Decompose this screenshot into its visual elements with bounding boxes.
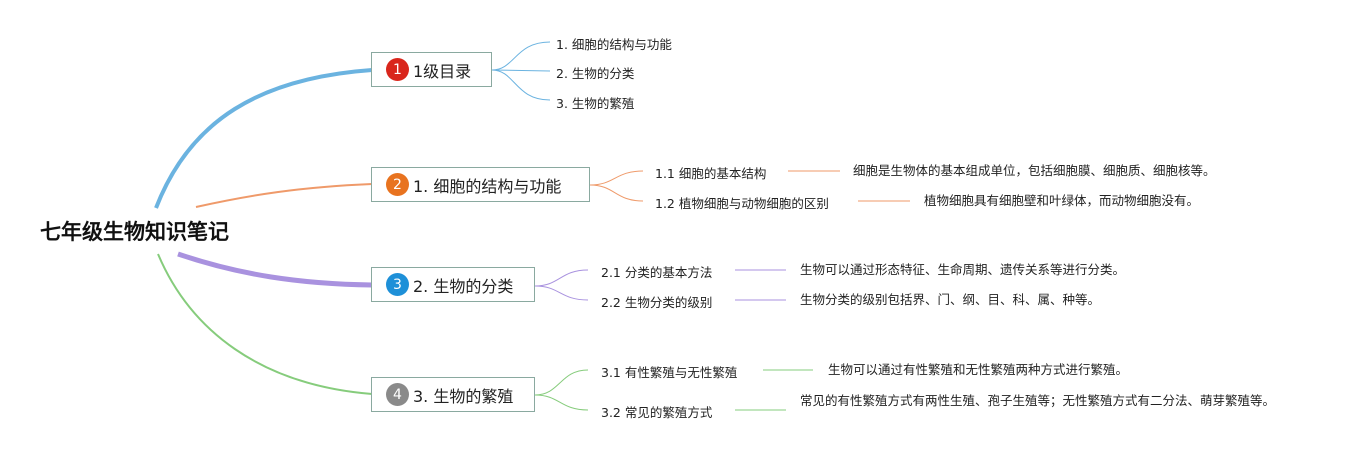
priority-4-icon: 4 [386,383,409,406]
subtopic-1-2[interactable]: 2. 生物的分类 [556,66,635,81]
branch1-link-2 [491,69,551,72]
branch3-link-1 [534,269,589,287]
root-link-4 [157,253,373,395]
subtopic-1-1[interactable]: 1. 细胞的结构与功能 [556,37,672,52]
detail-4-2[interactable]: 常见的有性繁殖方式有两性生殖、孢子生殖等；无性繁殖方式有二分法、萌芽繁殖等。 [800,393,1276,408]
branch-topic-3[interactable]: 3 2. 生物的分类 [371,267,535,302]
subtopic-4-2[interactable]: 3.2 常见的繁殖方式 [601,405,713,420]
priority-3-icon: 3 [386,273,409,296]
branch3-link-2 [534,285,589,301]
detail-3-1[interactable]: 生物可以通过形态特征、生命周期、遗传关系等进行分类。 [800,262,1126,277]
root-link-3 [177,251,373,288]
branch4-link-2 [534,394,589,411]
detail-4-1[interactable]: 生物可以通过有性繁殖和无性繁殖两种方式进行繁殖。 [828,362,1129,377]
branch2-link-1 [589,170,644,186]
subtopic-3-1[interactable]: 2.1 分类的基本方法 [601,265,713,280]
branch2-link-2 [589,184,644,202]
root-link-2 [195,183,373,208]
branch-title: 3. 生物的繁殖 [413,386,514,406]
subtopic-1-3[interactable]: 3. 生物的繁殖 [556,96,635,111]
branch1-link-1 [491,41,551,71]
subtopic-2-2[interactable]: 1.2 植物细胞与动物细胞的区别 [655,196,829,211]
branch-title: 1. 细胞的结构与功能 [413,176,562,196]
subtopic-4-1[interactable]: 3.1 有性繁殖与无性繁殖 [601,365,738,380]
branch4-link-1 [534,369,589,396]
branch-topic-1[interactable]: 1 1级目录 [371,52,492,87]
detail-2-1[interactable]: 细胞是生物体的基本组成单位，包括细胞膜、细胞质、细胞核等。 [853,163,1216,178]
root-link-1 [154,68,373,209]
branch-title: 1级目录 [413,61,472,81]
branch-topic-4[interactable]: 4 3. 生物的繁殖 [371,377,535,412]
branch-topic-2[interactable]: 2 1. 细胞的结构与功能 [371,167,590,202]
branch-title: 2. 生物的分类 [413,276,514,296]
priority-1-icon: 1 [386,58,409,81]
subtopic-3-2[interactable]: 2.2 生物分类的级别 [601,295,713,310]
priority-2-icon: 2 [386,173,409,196]
subtopic-2-1[interactable]: 1.1 细胞的基本结构 [655,166,767,181]
detail-3-2[interactable]: 生物分类的级别包括界、门、纲、目、科、属、种等。 [800,292,1101,307]
root-topic[interactable]: 七年级生物知识笔记 [40,220,229,244]
detail-2-2[interactable]: 植物细胞具有细胞壁和叶绿体，而动物细胞没有。 [924,193,1200,208]
branch1-link-3 [491,69,551,101]
